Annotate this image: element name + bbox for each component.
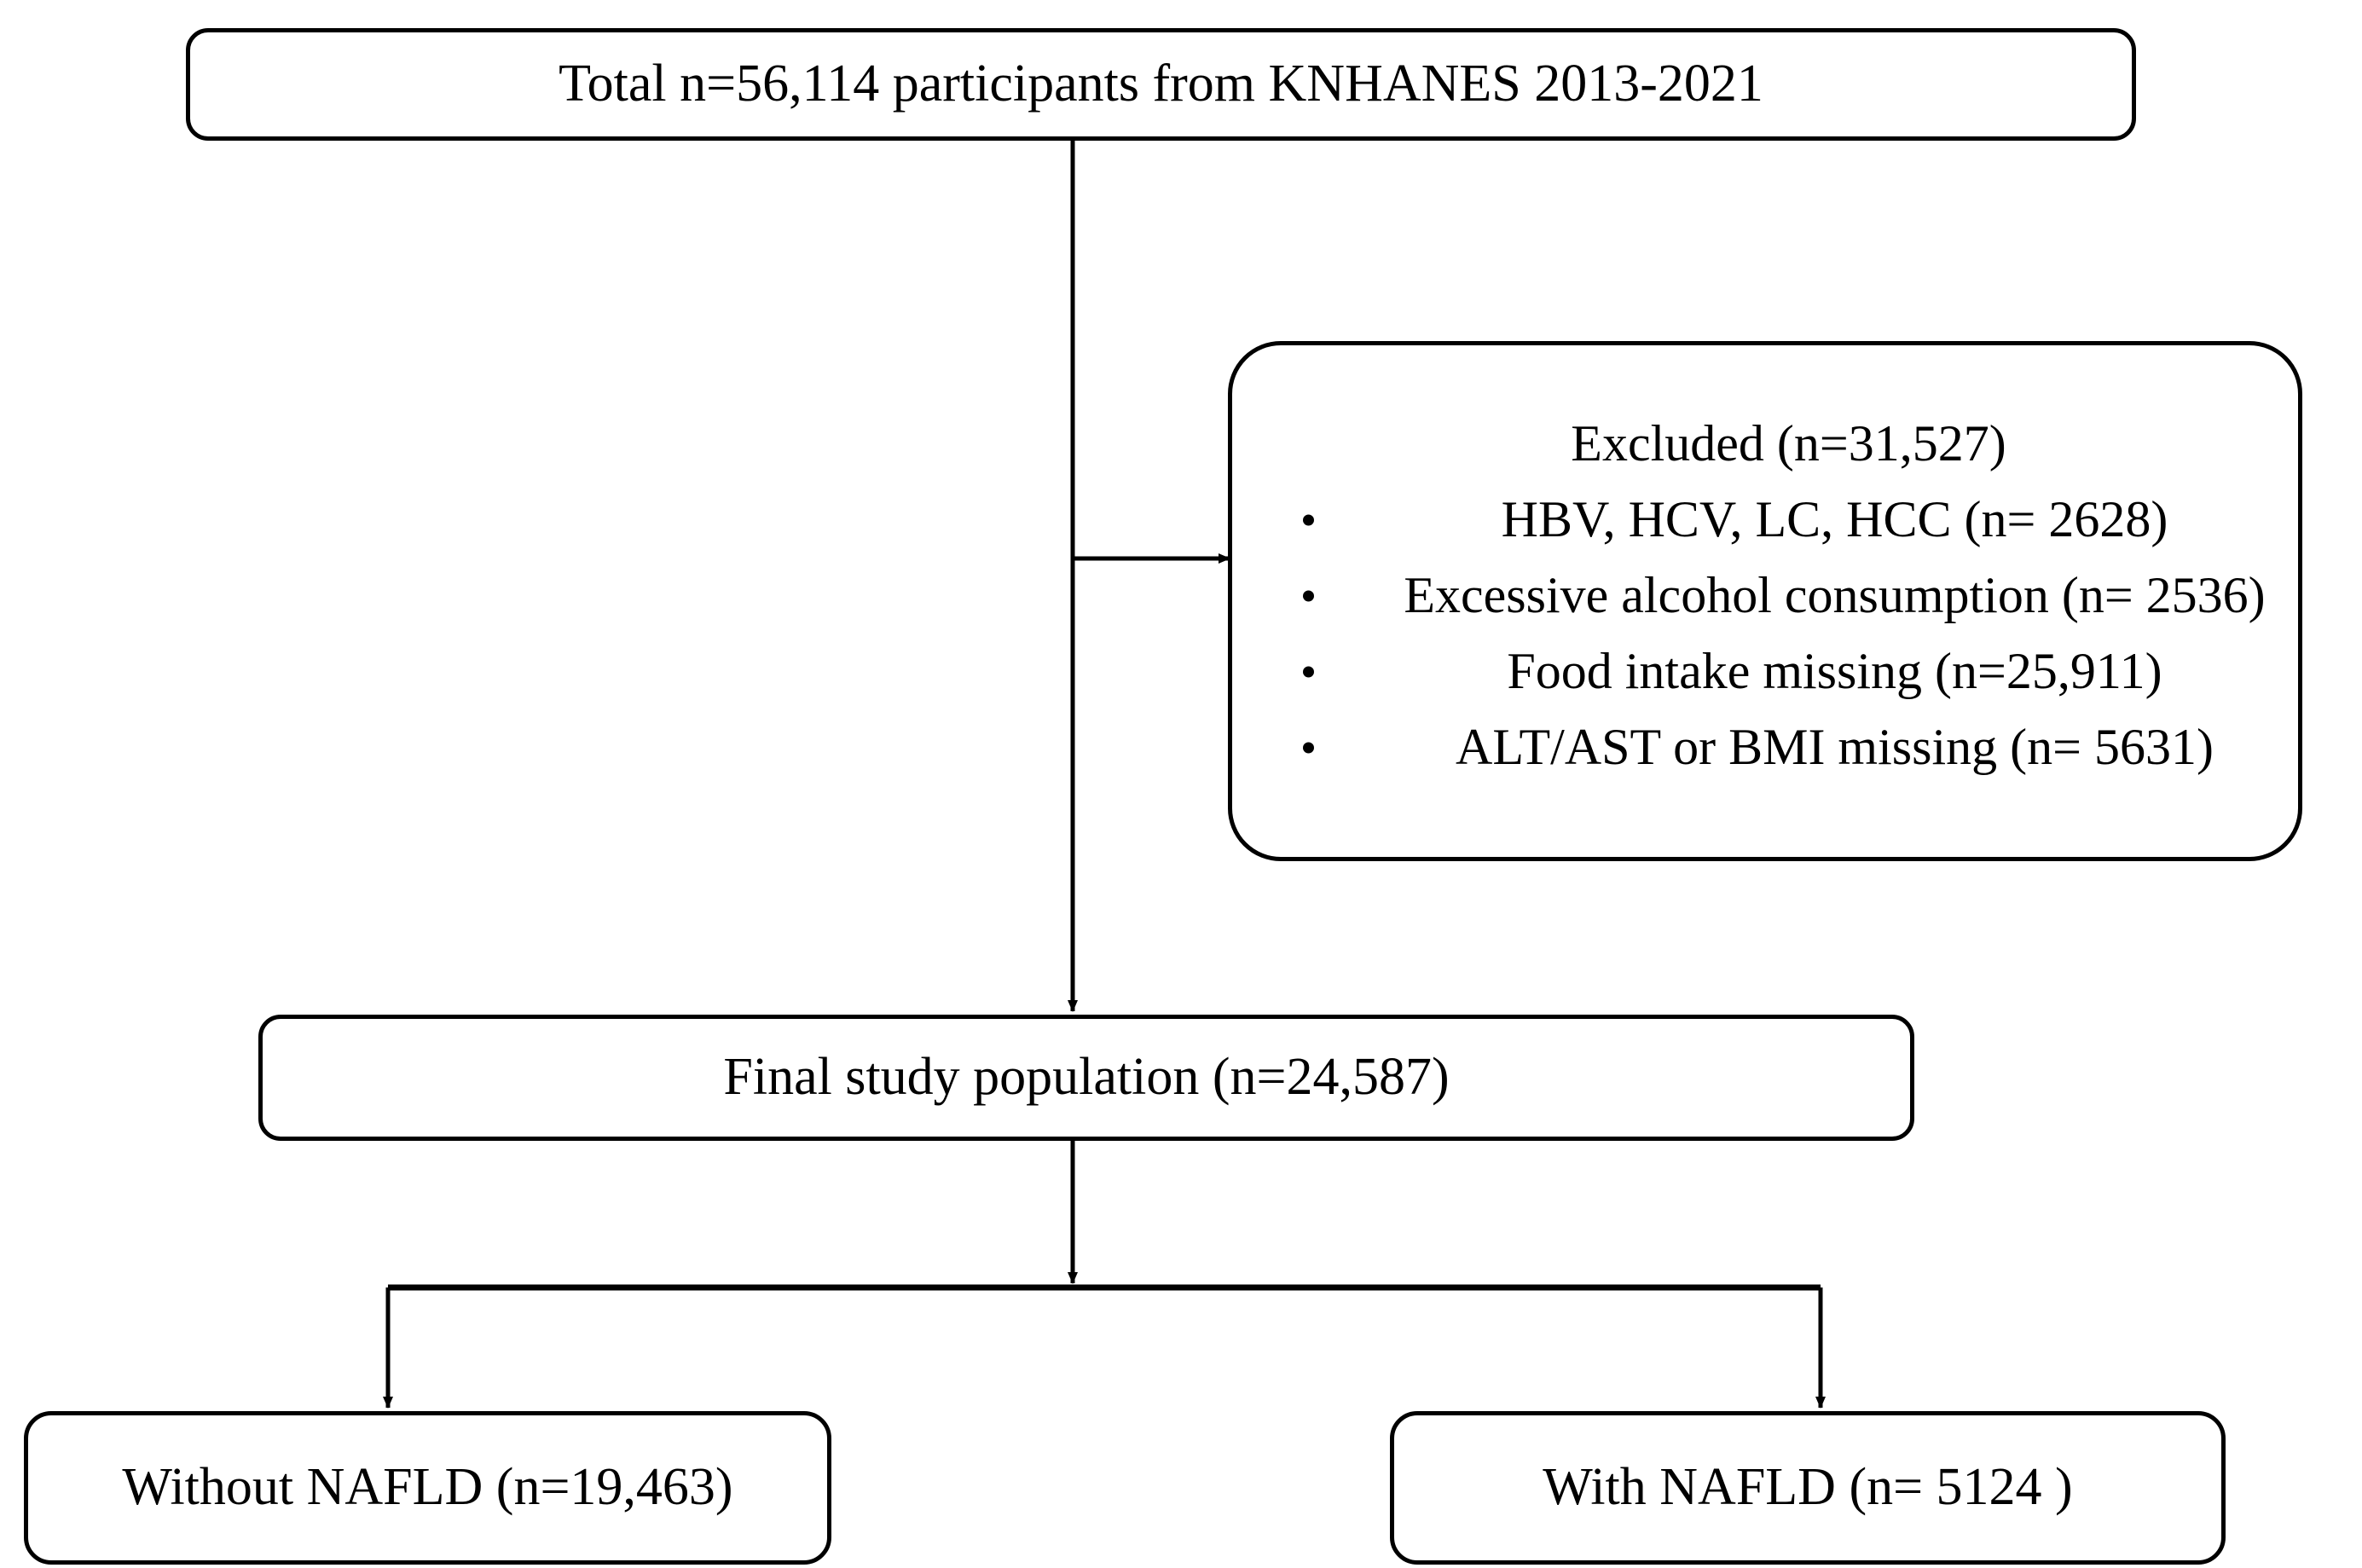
node-excluded: Excluded (n=31,527) HBV, HCV, LC, HCC (n… xyxy=(1228,341,2302,861)
excluded-reason-label: ALT/AST or BMI missing (n= 5631) xyxy=(1456,719,2214,775)
node-with-nafld-label: With NAFLD (n= 5124 ) xyxy=(1543,1458,2073,1517)
node-final-study-population: Final study population (n=24,587) xyxy=(258,1015,1914,1141)
excluded-reason-item: Excessive alcohol consumption (n= 2536) xyxy=(1279,564,2298,628)
excluded-reason-item: Food intake missing (n=25,911) xyxy=(1279,639,2298,703)
node-without-nafld: Without NAFLD (n=19,463) xyxy=(24,1411,831,1565)
bullet-icon xyxy=(1303,590,1314,601)
node-final-study-population-label: Final study population (n=24,587) xyxy=(723,1048,1450,1107)
node-total-participants-label: Total n=56,114 participants from KNHANES… xyxy=(559,55,1763,113)
excluded-content: Excluded (n=31,527) HBV, HCV, LC, HCC (n… xyxy=(1232,345,2298,779)
excluded-reason-item: ALT/AST or BMI missing (n= 5631) xyxy=(1279,715,2298,779)
excluded-reason-label: HBV, HCV, LC, HCC (n= 2628) xyxy=(1501,491,2168,547)
bullet-icon xyxy=(1303,666,1314,677)
bullet-icon xyxy=(1303,742,1314,753)
excluded-reason-list: HBV, HCV, LC, HCC (n= 2628) Excessive al… xyxy=(1279,488,2298,779)
excluded-reason-label: Food intake missing (n=25,911) xyxy=(1507,643,2162,699)
node-with-nafld: With NAFLD (n= 5124 ) xyxy=(1390,1411,2226,1565)
bullet-icon xyxy=(1303,514,1314,525)
excluded-title: Excluded (n=31,527) xyxy=(1571,415,2006,472)
excluded-reason-label: Excessive alcohol consumption (n= 2536) xyxy=(1404,567,2266,623)
excluded-reason-item: HBV, HCV, LC, HCC (n= 2628) xyxy=(1279,488,2298,552)
node-without-nafld-label: Without NAFLD (n=19,463) xyxy=(122,1458,733,1517)
node-total-participants: Total n=56,114 participants from KNHANES… xyxy=(186,28,2136,141)
